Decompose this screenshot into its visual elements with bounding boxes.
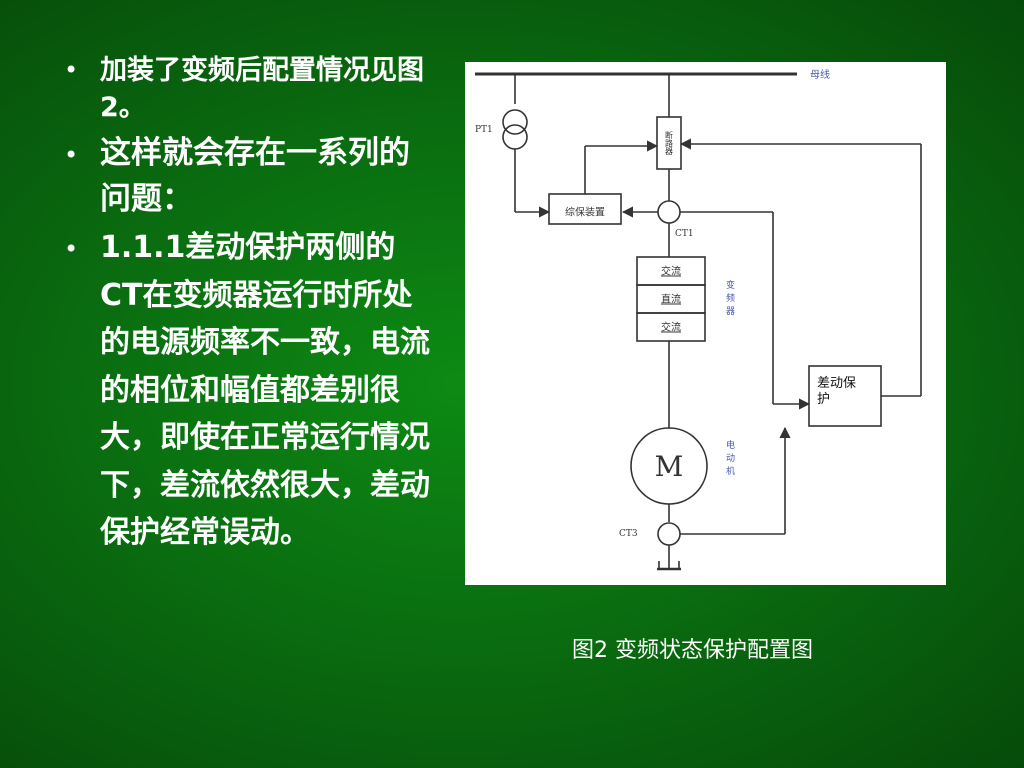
pt-label: PT1	[475, 125, 493, 135]
relay-label: 综保装置	[565, 206, 605, 219]
bullet-list: • 加装了变频后配置情况见图2。 • 这样就会存在一系列的问题： • 1.1.1…	[64, 52, 436, 557]
ct1-label: CT1	[675, 229, 694, 239]
diagram-svg: 母线 PT1 CT1 CT3 综保装置 交流 直流 交流 M 断路器 变频器 电…	[475, 68, 922, 571]
pt-coil-top	[502, 109, 528, 135]
ct1-symbol	[657, 200, 681, 224]
bullet-text: 这样就会存在一系列的问题：	[100, 135, 410, 217]
bullet-item: • 这样就会存在一系列的问题：	[64, 130, 436, 222]
bullet-text: 加装了变频后配置情况见图2。	[100, 55, 424, 123]
breaker-label: 断路器	[665, 130, 674, 156]
inverter-block-label: 交流	[661, 321, 681, 334]
figure-caption: 图2 变频状态保护配置图	[572, 638, 813, 663]
motor-symbol-text: M	[655, 450, 684, 483]
inverter-block-ac-out	[636, 312, 706, 342]
bullet-item: • 加装了变频后配置情况见图2。	[64, 52, 436, 126]
inverter-block-label: 直流	[661, 293, 681, 306]
bullet-text: 1.1.1差动保护两侧的CT在变频器运行时所处的电源频率不一致，电流的相位和幅值…	[100, 230, 430, 550]
motor-label: 电动机	[724, 439, 735, 479]
ct3-symbol	[657, 522, 681, 546]
bullet-marker: •	[64, 56, 79, 84]
protection-config-diagram: 母线 PT1 CT1 CT3 综保装置 交流 直流 交流 M 断路器 变频器 电…	[465, 62, 946, 585]
pt-coil-bottom	[502, 124, 528, 150]
inverter-label: 变频器	[724, 279, 735, 319]
inverter-block-label: 交流	[661, 265, 681, 278]
bullet-item: • 1.1.1差动保护两侧的CT在变频器运行时所处的电源频率不一致，电流的相位和…	[64, 224, 436, 557]
bullet-marker: •	[64, 141, 79, 169]
bus-label: 母线	[810, 68, 830, 81]
diff-protection-label: 差动保 护	[817, 376, 860, 407]
bullet-marker: •	[64, 235, 79, 263]
ct3-label: CT3	[619, 529, 638, 539]
